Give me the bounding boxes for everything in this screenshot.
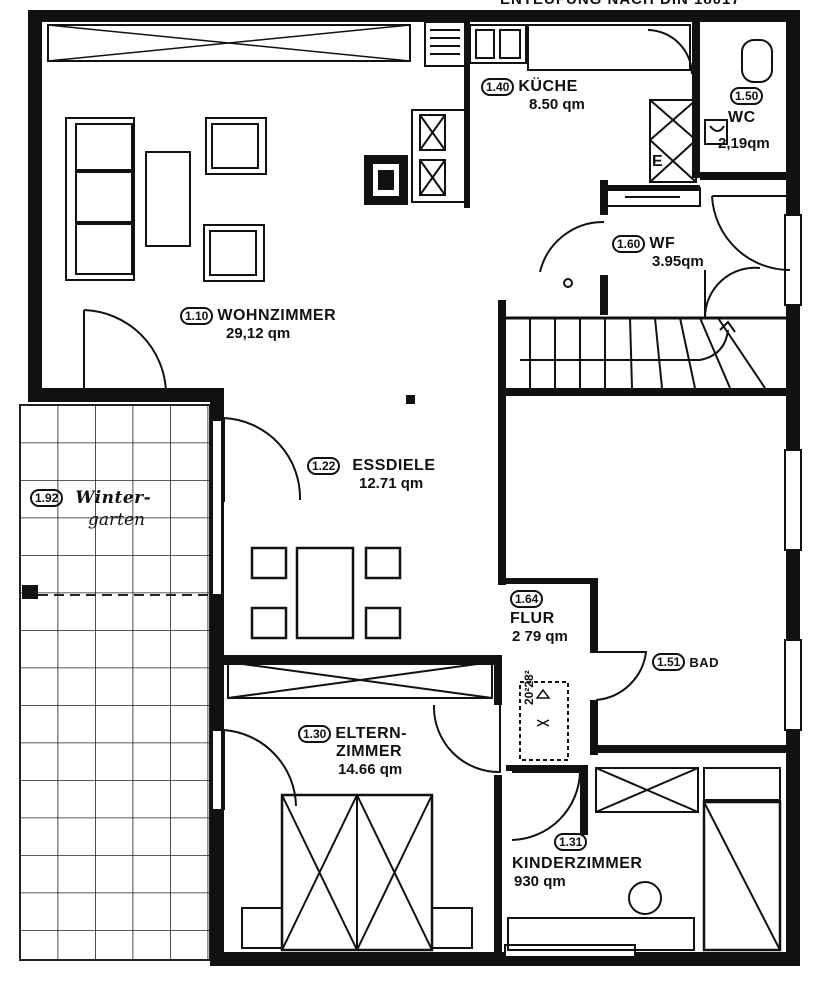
room-number-wohnzimmer: 1.10: [180, 307, 214, 325]
room-area-essdiele: 12.71 qm: [359, 475, 424, 492]
room-label-wc: 1.50 WC 2,19qm: [718, 87, 770, 152]
dining-table: [250, 546, 402, 640]
header-text: ENTEUFUNG NACH DIN 18017: [500, 0, 741, 8]
stove-label: E: [652, 153, 663, 170]
room-name-essdiele: ESSDIELE: [352, 457, 436, 474]
kitchen-counters: [411, 21, 701, 207]
room-name-bad: BAD: [689, 654, 720, 670]
room-area-kueche: 8.50 qm: [529, 96, 585, 113]
room-name-wohnzimmer: WOHNZIMMER: [217, 307, 337, 324]
room-name-kinderzimmer: KINDERZIMMER: [512, 855, 643, 872]
bedroom-furniture: [227, 661, 782, 952]
wintergarten-tile-floor: [20, 405, 210, 960]
room-name-flur: FLUR: [510, 610, 555, 627]
room-number-bad: 1.51: [652, 653, 686, 671]
room-name-wc: WC: [728, 109, 756, 126]
room-area-wc: 2,19qm: [718, 135, 770, 152]
room-number-wintergarten: 1.92: [30, 489, 64, 507]
room-number-wf: 1.60: [612, 235, 646, 253]
room-number-flur: 1.64: [510, 590, 544, 608]
room-label-kinderzimmer: 1.31 KINDERZIMMER 930 qm: [512, 833, 642, 890]
room-area-flur: 2 79 qm: [512, 628, 568, 645]
room-label-flur: 1.64 FLUR 2 79 qm: [510, 590, 568, 645]
room-name-wintergarten-line2: garten: [88, 510, 145, 530]
room-area-wf: 3.95qm: [652, 253, 704, 270]
room-area-kinderzimmer: 930 qm: [514, 873, 566, 890]
dimension-text: 20²28²: [522, 670, 536, 705]
room-name-kueche: KÜCHE: [518, 78, 578, 95]
room-area-wohnzimmer: 29,12 qm: [226, 325, 291, 342]
staircase: [506, 316, 788, 389]
wc-fixtures: [704, 39, 773, 145]
windows: [47, 24, 802, 958]
room-name-elternzimmer-line2: ZIMMER: [336, 743, 403, 760]
room-name-wintergarten-line1: Winter-: [75, 488, 152, 508]
duct-shaft: [519, 681, 569, 761]
room-number-essdiele: 1.22: [307, 457, 341, 475]
room-label-essdiele: 1.22 ESSDIELE 12.71 qm: [307, 457, 436, 492]
room-number-wc: 1.50: [730, 87, 764, 105]
room-name-elternzimmer-line1: ELTERN-: [335, 725, 407, 742]
room-number-elternzimmer: 1.30: [298, 725, 332, 743]
room-number-kinderzimmer: 1.31: [554, 833, 588, 851]
stove-hob: [371, 162, 401, 198]
room-area-elternzimmer: 14.66 qm: [338, 761, 403, 778]
living-room-furniture: [65, 117, 267, 282]
room-label-wintergarten: 1.92 Winter- garten: [30, 488, 151, 530]
room-number-kueche: 1.40: [481, 78, 515, 96]
room-name-wf: WF: [649, 235, 676, 252]
doors: [83, 29, 791, 841]
